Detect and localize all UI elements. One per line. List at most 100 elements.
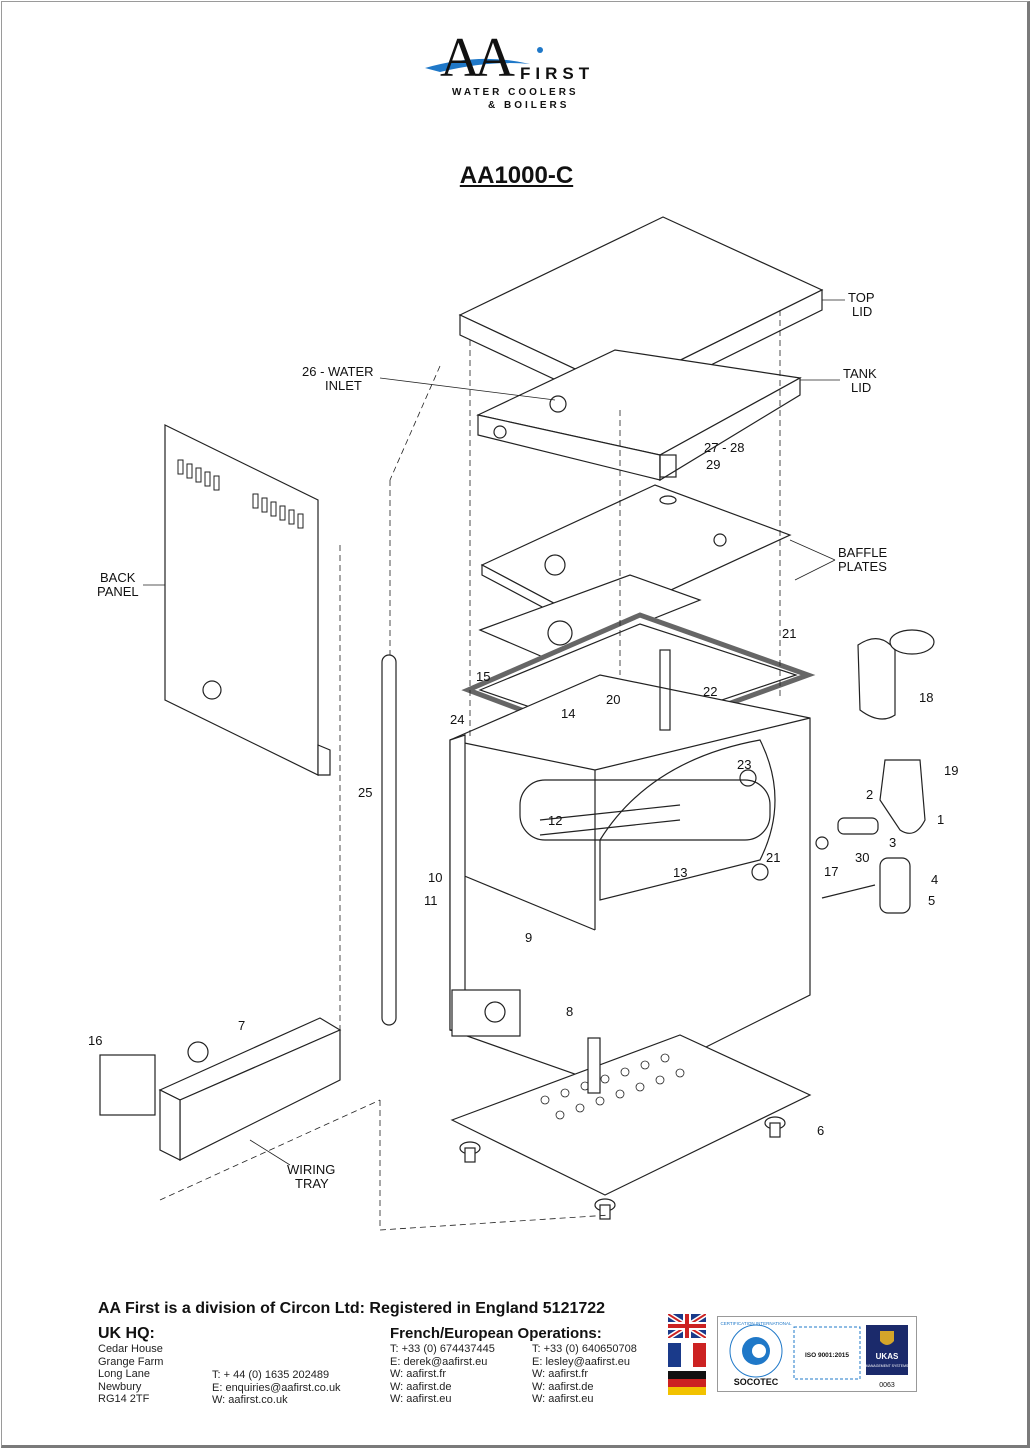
wiring-tray <box>99 1017 342 1161</box>
label-16: 16 <box>88 1033 102 1048</box>
label-14: 14 <box>561 706 575 721</box>
label-7: 7 <box>238 1018 245 1033</box>
tank-lid <box>476 349 802 482</box>
label-3: 3 <box>889 835 896 850</box>
uk-address-line: RG14 2TF <box>98 1393 150 1406</box>
eu-contact-derek: T: +33 (0) 674437445 E: derek@aafirst.eu… <box>390 1343 495 1406</box>
label-9: 9 <box>525 930 532 945</box>
iso-frame <box>793 1326 861 1380</box>
label-20: 20 <box>606 692 620 707</box>
label-5: 5 <box>928 893 935 908</box>
label-1: 1 <box>937 812 944 827</box>
label-11: 11 <box>424 893 438 908</box>
label-baffle-2: PLATES <box>838 559 887 574</box>
socotec-label: SOCOTEC <box>734 1377 779 1387</box>
back-panel <box>164 424 331 776</box>
label-21b: 21 <box>766 850 780 865</box>
label-25: 25 <box>358 785 372 800</box>
iso-label: ISO 9001:2015 <box>805 1352 849 1359</box>
logo-word: FIRST <box>520 64 595 83</box>
socotec-ring-icon <box>729 1324 783 1378</box>
eu-contact-line: T: +33 (0) 674437445 <box>390 1343 495 1355</box>
eu-contact-line: W: aafirst.fr <box>390 1368 447 1381</box>
eu-contact-line: T: +33 (0) 640650708 <box>532 1343 637 1355</box>
registration-line: AA First is a division of Circon Ltd: Re… <box>98 1300 606 1317</box>
label-water-inlet-2: INLET <box>325 378 362 393</box>
label-18: 18 <box>919 690 933 705</box>
ukas-sub-label: MANAGEMENT SYSTEMS <box>866 1364 909 1368</box>
label-tank-lid-2: LID <box>851 380 871 395</box>
label-13: 13 <box>673 865 687 880</box>
label-19: 19 <box>944 763 958 778</box>
label-10: 10 <box>428 870 442 885</box>
label-24: 24 <box>450 712 464 727</box>
logo-tagline-2: & BOILERS <box>488 100 570 111</box>
label-21a: 21 <box>782 626 796 641</box>
leader-lines <box>143 299 845 1166</box>
france-flag-icon <box>668 1343 706 1367</box>
feet <box>459 1116 786 1220</box>
uk-phone: T: + 44 (0) 1635 202489 <box>212 1369 330 1381</box>
eu-contact-lesley: T: +33 (0) 640650708 E: lesley@aafirst.e… <box>532 1343 637 1406</box>
tap-assembly <box>815 629 935 914</box>
logo-mark: AA <box>440 27 515 89</box>
eu-operations-heading: French/European Operations: <box>390 1325 602 1342</box>
label-8: 8 <box>566 1004 573 1019</box>
label-22: 22 <box>703 684 717 699</box>
label-30: 30 <box>855 850 869 865</box>
eu-contact-line: E: lesley@aafirst.eu <box>532 1355 630 1368</box>
guide-lines <box>159 310 781 1231</box>
base-plate <box>450 1034 812 1196</box>
uk-hq-heading: UK HQ: <box>98 1325 155 1342</box>
label-15: 15 <box>476 669 490 684</box>
eu-contact-line: W: aafirst.de <box>532 1380 594 1393</box>
label-29: 29 <box>706 457 720 472</box>
uk-contact: T: + 44 (0) 1635 202489 E: enquiries@aaf… <box>212 1369 341 1407</box>
aa-first-logo: AA FIRST WATER COOLERS & BOILERS <box>420 27 620 115</box>
uk-address-line: Grange Farm <box>98 1355 164 1368</box>
label-back-panel-1: BACK <box>100 570 136 585</box>
baffle-plates <box>478 454 792 661</box>
uk-address: Cedar House Grange Farm Long Lane Newbur… <box>98 1343 163 1406</box>
eu-contact-line: W: aafirst.de <box>390 1380 452 1393</box>
logo-swoosh <box>425 47 543 72</box>
ukas-number: 0063 <box>879 1382 895 1389</box>
eu-contact-line: W: aafirst.eu <box>532 1393 594 1406</box>
uk-website: W: aafirst.co.uk <box>212 1394 288 1407</box>
germany-flag-icon <box>668 1371 706 1395</box>
tube-25 <box>381 654 397 1026</box>
exploded-parts-diagram: TOP LID TANK LID 26 - WATER INLET BAFFLE… <box>88 216 958 1231</box>
label-2: 2 <box>866 787 873 802</box>
document-title-wrap: AA1000-C <box>0 162 1033 190</box>
label-27-28: 27 - 28 <box>704 440 744 455</box>
certification-badges: CERTIFICATION INTERNATIONAL SOCOTEC ISO … <box>717 1316 917 1392</box>
ukas-label: UKAS <box>876 1352 899 1361</box>
label-17: 17 <box>824 864 838 879</box>
label-top-lid-2: LID <box>852 304 872 319</box>
label-back-panel-2: PANEL <box>97 584 139 599</box>
label-6: 6 <box>817 1123 824 1138</box>
cert-ring-text: CERTIFICATION INTERNATIONAL <box>720 1321 792 1326</box>
tank-body <box>449 649 811 1091</box>
ukas-badge-icon <box>866 1325 908 1375</box>
label-water-inlet-1: 26 - WATER <box>302 364 374 379</box>
eu-contact-line: W: aafirst.fr <box>532 1368 589 1381</box>
document-title: AA1000-C <box>459 162 574 189</box>
uk-address-line: Cedar House <box>98 1343 163 1355</box>
uk-address-line: Newbury <box>98 1380 142 1393</box>
label-baffle-1: BAFFLE <box>838 545 887 560</box>
label-12: 12 <box>548 813 562 828</box>
eu-contact-line: W: aafirst.eu <box>390 1393 452 1406</box>
eu-contact-line: E: derek@aafirst.eu <box>390 1355 488 1368</box>
label-wiring-tray-1: WIRING <box>287 1162 335 1177</box>
label-top-lid-1: TOP <box>848 290 875 305</box>
label-tank-lid-1: TANK <box>843 366 877 381</box>
logo-tagline-1: WATER COOLERS <box>452 87 579 98</box>
uk-flag-icon <box>668 1314 706 1338</box>
uk-address-line: Long Lane <box>98 1368 150 1381</box>
uk-email: E: enquiries@aafirst.co.uk <box>212 1381 341 1394</box>
label-wiring-tray-2: TRAY <box>295 1176 329 1191</box>
label-23: 23 <box>737 757 751 772</box>
label-4: 4 <box>931 872 938 887</box>
